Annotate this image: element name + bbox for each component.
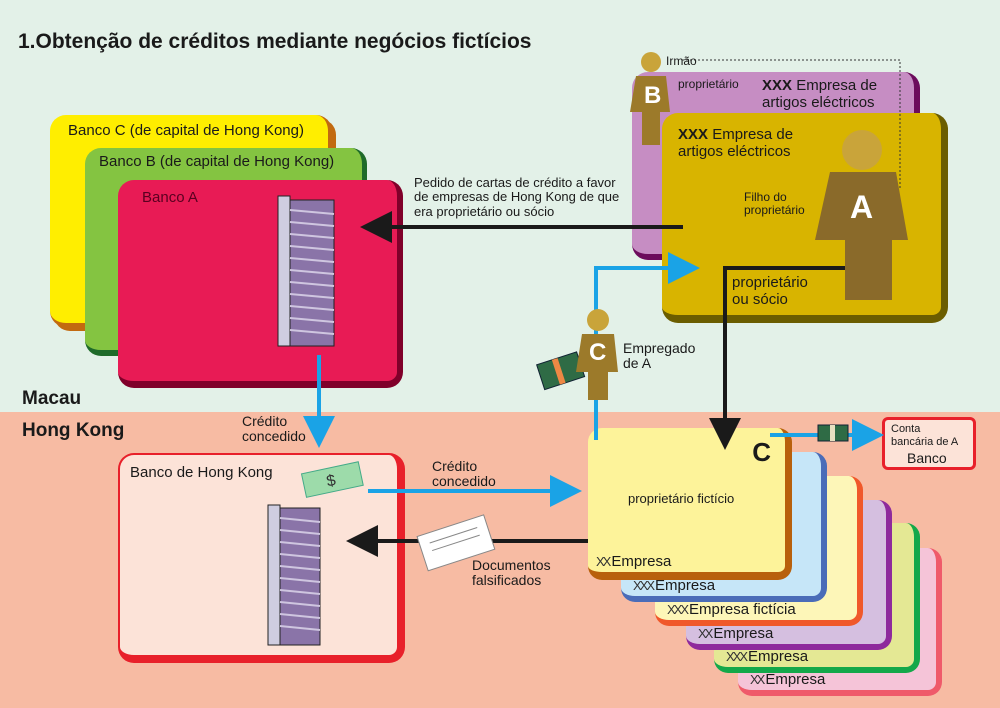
company-front-box: XXX Empresa de artigos eléctricos Filho … (662, 113, 948, 323)
account-line2: bancária de A (891, 436, 959, 448)
xx-marks: XX (596, 553, 611, 569)
bank-account-box: Conta bancária de A Banco (882, 417, 976, 470)
request-letters-label: Pedido de cartas de crédito a favor de e… (414, 175, 620, 219)
company-front-xxx: XXX (678, 126, 709, 143)
xxx-marks: XXX (667, 601, 689, 617)
xx-marks: XX (750, 671, 765, 687)
macau-label: Macau (22, 388, 82, 409)
xx-marks: XX (698, 625, 713, 641)
owner-or-partner-label: proprietário ou sócio (732, 274, 808, 308)
fictitious-owner-label: proprietário fictício (628, 491, 735, 506)
banco-hk-label: Banco de Hong Kong (130, 464, 273, 481)
company-name: Empresa (655, 576, 716, 594)
banco-hk-box: Banco de Hong Kong (118, 453, 405, 663)
account-bank-label: Banco (907, 450, 947, 466)
xxx-marks: XXX (633, 577, 655, 593)
banco-b-label: Banco B (de capital de Hong Kong) (99, 153, 335, 170)
credit-granted-label-2: Crédito concedido (432, 458, 496, 490)
account-line1: Conta (891, 423, 921, 435)
company-name: Empresa (748, 647, 809, 665)
company-back-owner-label: proprietário (678, 77, 739, 91)
xxx-marks: XXX (726, 648, 748, 664)
company-name: Empresa fictícia (689, 600, 796, 618)
company-front-name: XXX Empresa de artigos eléctricos (678, 126, 818, 160)
son-of-owner-label: Filho do proprietário (744, 190, 805, 218)
brother-label: Irmão (666, 54, 697, 68)
company-back-name: XXX Empresa de artigos eléctricos (762, 77, 902, 111)
company-name: Empresa (765, 670, 826, 688)
credit-granted-label-1: Crédito concedido (242, 413, 306, 445)
person-c-hk-letter: C (752, 437, 771, 467)
diagram-title: 1.Obtenção de créditos mediante negócios… (18, 30, 532, 53)
company-name: Empresa (611, 552, 672, 570)
banco-a-box: Banco A (118, 180, 403, 388)
employee-of-a-label: Empregado de A (623, 340, 696, 372)
banco-a-label: Banco A (142, 189, 198, 206)
forged-documents-label: Documentos falsificados (472, 557, 551, 589)
company-back-xxx: XXX (762, 77, 793, 94)
banco-c-label: Banco C (de capital de Hong Kong) (68, 122, 304, 139)
company-name: Empresa (713, 624, 774, 642)
hong-kong-label: Hong Kong (22, 420, 125, 441)
